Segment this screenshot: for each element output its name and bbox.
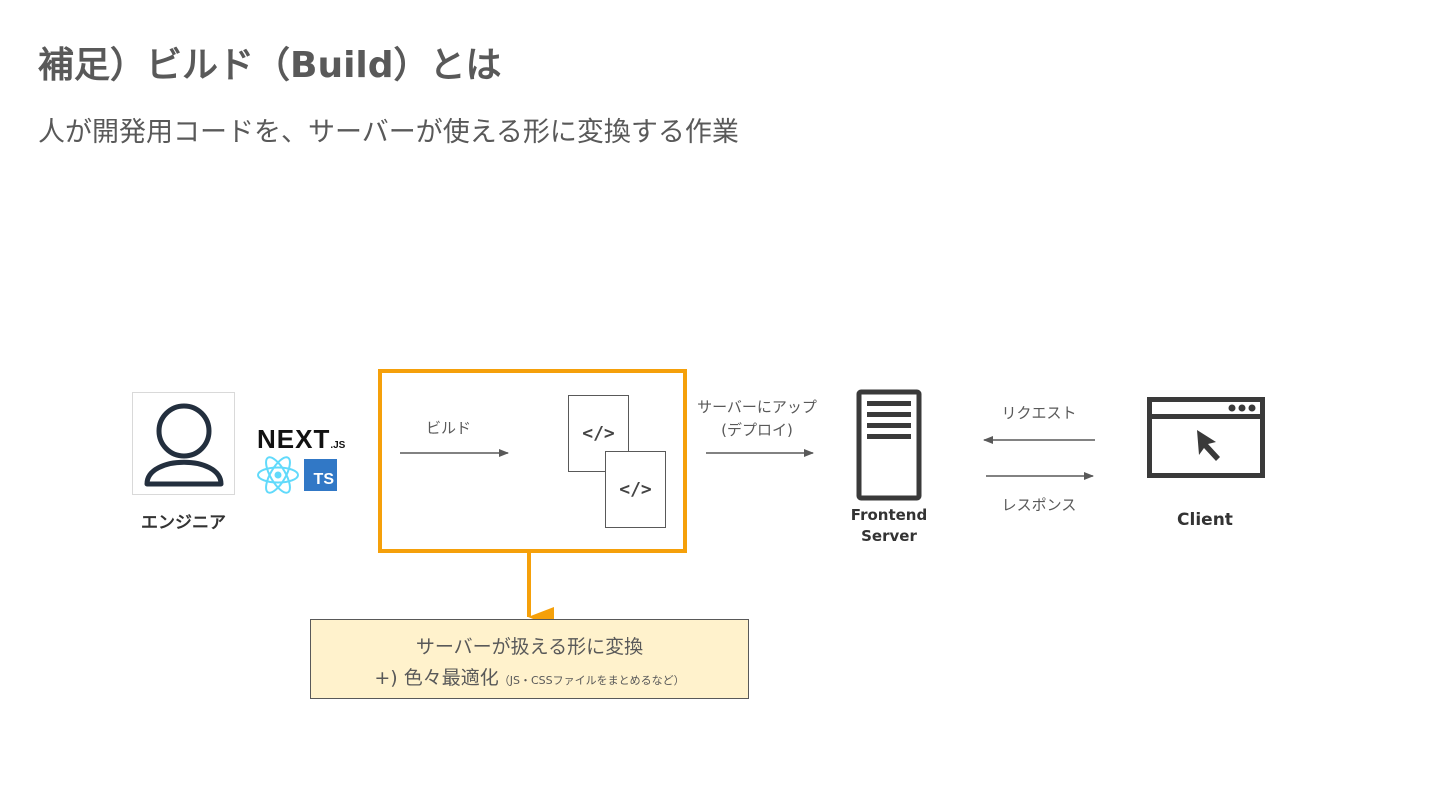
browser-window-icon — [1147, 397, 1265, 478]
result-line1: サーバーが扱える形に変換 — [415, 636, 644, 658]
result-line2-note: （JS・CSSファイルをまとめるなど） — [498, 674, 685, 687]
deploy-label-line1: サーバーにアップ — [697, 398, 817, 416]
result-line2: +) 色々最適化（JS・CSSファイルをまとめるなど） — [311, 663, 748, 690]
engineer-avatar-box — [132, 392, 235, 495]
request-label: リクエスト — [1001, 404, 1077, 422]
client-label: Client — [1177, 510, 1233, 530]
server-label-line1: Frontend — [850, 506, 928, 524]
build-label: ビルド — [426, 419, 472, 437]
server-icon — [856, 389, 922, 501]
slide-title: 補足）ビルド（Build）とは — [38, 45, 502, 86]
nextjs-logo-suffix: .JS — [330, 440, 346, 451]
code-file-icon-2: </> — [605, 451, 666, 528]
deploy-label-line2: (デプロイ) — [721, 421, 793, 439]
build-result-box: サーバーが扱える形に変換 +) 色々最適化（JS・CSSファイルをまとめるなど） — [310, 619, 749, 699]
typescript-logo: TS — [304, 459, 337, 491]
cursor-icon — [1197, 430, 1220, 461]
react-atom-icon — [257, 456, 299, 494]
nextjs-logo-text: NEXT — [257, 424, 331, 454]
nextjs-logo: NEXT.JS — [257, 424, 345, 455]
server-label-line2: Server — [861, 527, 917, 545]
slide-subtitle: 人が開発用コードを、サーバーが使える形に変換する作業 — [38, 117, 739, 148]
result-line2-main: +) 色々最適化 — [374, 667, 499, 689]
response-label: レスポンス — [1001, 496, 1077, 514]
engineer-label: エンジニア — [141, 513, 226, 533]
person-icon — [144, 403, 224, 487]
